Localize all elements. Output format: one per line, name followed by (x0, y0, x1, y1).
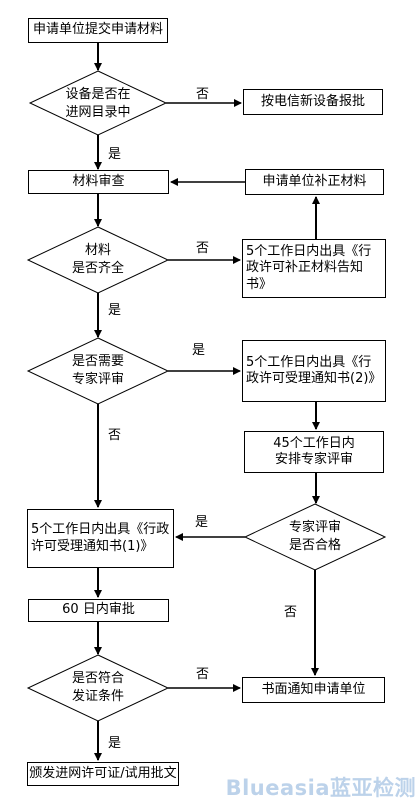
decision-meets-conditions-text: 是否符合 发证条件 (71, 671, 124, 704)
box-written-notice: 书面通知申请单位 (242, 677, 385, 703)
box-notice-accept-1: 5个工作日内出具《行政许可受理通知书(1)》 (27, 509, 174, 568)
label-complete-no: 否 (196, 241, 210, 256)
label-conditions-no: 否 (196, 667, 210, 682)
label-expert-yes: 是 (192, 343, 206, 358)
label-check-no: 否 (196, 87, 210, 102)
label-conditions-yes: 是 (108, 736, 122, 751)
box-notice-supplement: 5个工作日内出具《行政许可补正材料告知书》 (242, 239, 386, 298)
decision-complete-text: 材料 是否齐全 (71, 243, 124, 276)
watermark: Blueasia蓝亚检测 (225, 776, 416, 800)
label-check-yes: 是 (108, 147, 122, 162)
box-notice-accept-2: 5个工作日内出具《行政许可受理通知书(2)》 (242, 340, 386, 402)
decision-check-directory-text: 设备是否在 进网目录中 (65, 87, 131, 120)
box-expert-arrange: 45个工作日内 安排专家评审 (244, 431, 384, 473)
label-pass-no: 否 (284, 605, 298, 620)
box-approve-60: 60 日内审批 (28, 599, 169, 622)
box-apply: 申请单位提交申请材料 (28, 18, 168, 43)
label-complete-yes: 是 (108, 303, 122, 318)
label-expert-no: 否 (108, 428, 122, 443)
box-issue: 颁发进网许可证/试用批文 (27, 762, 179, 786)
decision-expert-pass-text: 专家评审 是否合格 (288, 520, 341, 553)
label-pass-yes: 是 (195, 515, 209, 530)
box-supplement: 申请单位补正材料 (245, 169, 384, 195)
box-new-equipment: 按电信新设备报批 (243, 89, 383, 115)
decision-expert-needed-text: 是否需要 专家评审 (71, 354, 124, 387)
box-review: 材料审查 (28, 170, 169, 194)
